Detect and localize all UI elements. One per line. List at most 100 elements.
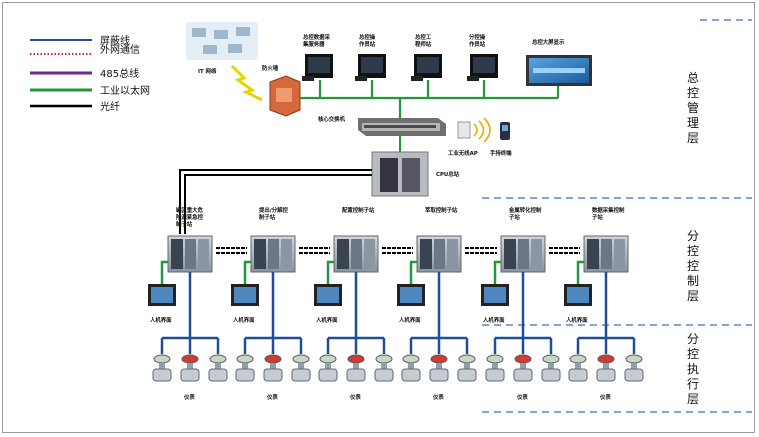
substation-1-label: 制子站 bbox=[259, 213, 276, 221]
workstation-0-line2: 集服务器 bbox=[302, 40, 325, 48]
cpu-station-icon: CPU总站 bbox=[371, 151, 460, 197]
substation-3: 萃取控制子站 bbox=[416, 206, 462, 273]
lightning-icon bbox=[230, 64, 263, 102]
workstation-1-line1: 总控操 bbox=[359, 33, 376, 41]
layer-label-exec: 分控执行层 bbox=[687, 332, 699, 406]
internet-cloud: IT 网络 bbox=[186, 22, 258, 75]
cabinet-door bbox=[601, 239, 612, 269]
ethernet-link bbox=[576, 260, 584, 284]
valve-actuator-icon bbox=[181, 354, 199, 364]
hmi-3: 人机界面 bbox=[397, 260, 425, 324]
workstation-3: 分控操 作员站 bbox=[467, 33, 498, 81]
instrument-label: 仪表 bbox=[599, 393, 611, 401]
cabinet-door bbox=[198, 239, 209, 269]
substation-2: 配置控制子站 bbox=[333, 206, 379, 273]
legend-485-label: 485总线 bbox=[100, 67, 139, 80]
valve-actuator-icon bbox=[625, 354, 643, 364]
valve-actuator-icon bbox=[430, 354, 448, 364]
valve-stem-icon bbox=[492, 363, 498, 369]
fiber-link bbox=[179, 169, 372, 234]
valve-stem-icon bbox=[381, 363, 387, 369]
hmi-label: 人机界面 bbox=[150, 316, 172, 324]
cabinet-door bbox=[587, 239, 599, 269]
hmi-display bbox=[317, 287, 339, 303]
valve-stem-icon bbox=[631, 363, 637, 369]
legend-ethernet-label: 工业以太网 bbox=[100, 84, 150, 97]
substation-0-label: 险源紧急控 bbox=[176, 213, 204, 221]
hmi-display bbox=[484, 287, 506, 303]
valve-stem-icon bbox=[215, 363, 221, 369]
ethernet-link bbox=[160, 260, 168, 284]
valve-body-icon bbox=[596, 368, 616, 382]
cpu-station-label: CPU总站 bbox=[436, 170, 460, 178]
valve-body-icon bbox=[401, 368, 421, 382]
valve-actuator-icon bbox=[597, 354, 615, 364]
valve-actuator-icon bbox=[209, 354, 227, 364]
hmi-label: 人机界面 bbox=[399, 316, 421, 324]
valve-stem-icon bbox=[575, 363, 581, 369]
valve-actuator-icon bbox=[347, 354, 365, 364]
instrument-label: 仪表 bbox=[266, 393, 278, 401]
legend-fiber-label: 光纤 bbox=[100, 100, 120, 113]
layer-labels: 总控管理层 分控控制层 分控执行层 bbox=[687, 71, 699, 406]
valve-stem-icon bbox=[242, 363, 248, 369]
hmi-2: 人机界面 bbox=[314, 260, 342, 324]
substation-3-label: 萃取控制子站 bbox=[425, 206, 458, 214]
workstations: 总控数据采 集服务器 总控操 作员站 总控工 程师站 分控操 作员站 bbox=[302, 33, 498, 81]
instrument-group-4: 仪表 bbox=[485, 272, 561, 401]
valve-actuator-icon bbox=[264, 354, 282, 364]
big-screen-icon: 总控大屏显示 bbox=[526, 38, 592, 86]
valve-body-icon bbox=[541, 368, 561, 382]
valve-body-icon bbox=[180, 368, 200, 382]
cabinet-door bbox=[185, 239, 196, 269]
workstation-2-line1: 总控工 bbox=[415, 33, 432, 41]
cabinet-door bbox=[171, 239, 183, 269]
valve-actuator-icon bbox=[514, 354, 532, 364]
valve-stem-icon bbox=[353, 363, 359, 369]
valve-actuator-icon bbox=[375, 354, 393, 364]
hmi-display bbox=[567, 287, 589, 303]
hmi-label: 人机界面 bbox=[566, 316, 588, 324]
ethernet-link bbox=[409, 260, 417, 284]
valve-body-icon bbox=[208, 368, 228, 382]
valve-actuator-icon bbox=[486, 354, 504, 364]
cabinet-door bbox=[254, 239, 266, 269]
instrument-group-1: 仪表 bbox=[235, 272, 311, 401]
ethernet-link bbox=[326, 260, 334, 284]
valve-body-icon bbox=[235, 368, 255, 382]
hmi-label: 人机界面 bbox=[316, 316, 338, 324]
valve-body-icon bbox=[291, 368, 311, 382]
valve-body-icon bbox=[485, 368, 505, 382]
valve-actuator-icon bbox=[569, 354, 587, 364]
hmi-label: 人机界面 bbox=[233, 316, 255, 324]
firewall-icon bbox=[269, 75, 301, 117]
legend-external-label: 外网通信 bbox=[100, 44, 140, 56]
instrument-group-3: 仪表 bbox=[401, 272, 477, 401]
cabinet-door bbox=[531, 239, 542, 269]
valve-stem-icon bbox=[548, 363, 554, 369]
cabinet-door bbox=[518, 239, 529, 269]
valve-actuator-icon bbox=[458, 354, 476, 364]
cabinet-door bbox=[364, 239, 375, 269]
valve-stem-icon bbox=[520, 363, 526, 369]
handheld-label: 手持终端 bbox=[490, 149, 512, 157]
wireless-ap-label: 工业无线AP bbox=[448, 149, 478, 157]
hmi-display bbox=[151, 287, 173, 303]
layer-dividers bbox=[482, 19, 752, 413]
valve-body-icon bbox=[624, 368, 644, 382]
ethernet-link bbox=[493, 260, 501, 284]
valve-actuator-icon bbox=[236, 354, 254, 364]
substation-4-label: 金属转化控制 bbox=[508, 206, 542, 214]
instrument-label: 仪表 bbox=[432, 393, 444, 401]
diagram-frame bbox=[2, 2, 755, 433]
layer-label-top: 总控管理层 bbox=[687, 71, 699, 145]
cabinet-door bbox=[337, 239, 349, 269]
legend-shielded-label: 屏蔽线 bbox=[100, 34, 130, 47]
valve-body-icon bbox=[318, 368, 338, 382]
handheld-icon: 手持终端 bbox=[490, 122, 512, 157]
substations: 罐区重大危险源紧急控制子站提出/分解控制子站配置控制子站萃取控制子站金属转化控制… bbox=[167, 206, 629, 273]
valve-actuator-icon bbox=[542, 354, 560, 364]
